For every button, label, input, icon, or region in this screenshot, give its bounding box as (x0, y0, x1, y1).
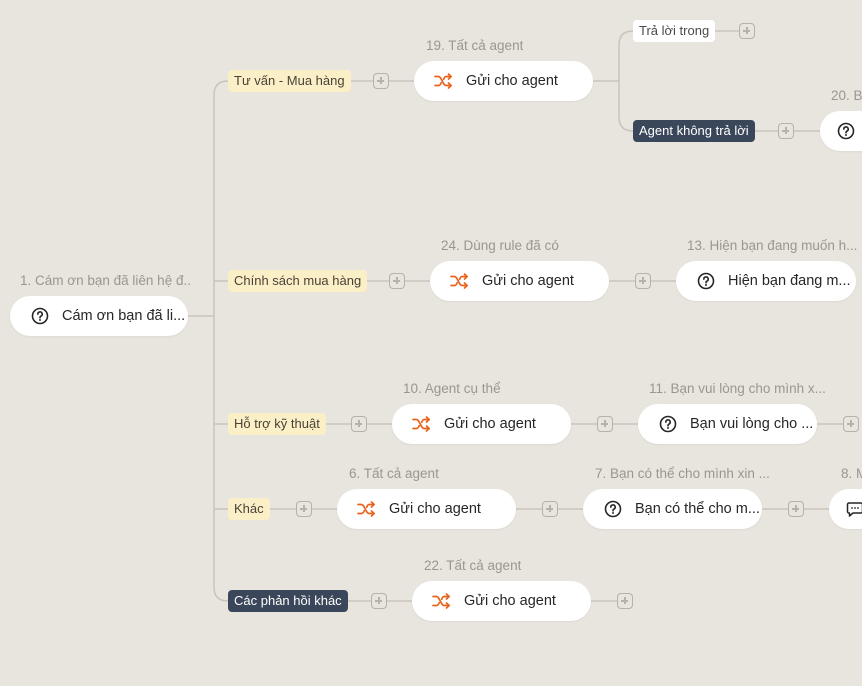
add-step-button[interactable] (389, 273, 405, 289)
node-text: Cám ơn bạn đã li... (62, 308, 186, 324)
shuffle-icon (357, 499, 377, 519)
node-text: Gửi cho agent (444, 416, 536, 432)
shuffle-icon (412, 414, 432, 434)
node-text: Gửi cho agent (389, 501, 481, 517)
question-circle-icon (836, 121, 856, 141)
node-text: Gửi cho agent (482, 273, 574, 289)
node-text: Bạn có thể cho m... (635, 501, 760, 517)
add-step-button[interactable] (617, 593, 633, 609)
step-label: 19. Tất cả agent (426, 38, 524, 53)
step-label: 10. Agent cụ thể (403, 381, 501, 396)
add-step-button[interactable] (542, 501, 558, 517)
root-question-node[interactable]: Cám ơn bạn đã li... (10, 296, 188, 336)
question-circle-icon (696, 271, 716, 291)
send-to-agent-node[interactable]: Gửi cho agent (430, 261, 609, 301)
question-circle-icon (603, 499, 623, 519)
question-node[interactable]: Bạn có thể cho m... (583, 489, 762, 529)
branch-tag-cac-phan-hoi-khac[interactable]: Các phản hồi khác (228, 590, 348, 612)
add-step-button[interactable] (351, 416, 367, 432)
branch-tag-ho-tro-ky-thuat[interactable]: Hỗ trợ kỹ thuật (228, 413, 326, 435)
sub-branch-tag-tra-loi-trong[interactable]: Trả lời trong (633, 20, 716, 42)
add-step-button[interactable] (788, 501, 804, 517)
question-node[interactable]: Hiện bạn đang m... (676, 261, 856, 301)
step-label: 20. B (831, 88, 862, 103)
branch-tag-chinh-sach[interactable]: Chính sách mua hàng (228, 270, 368, 292)
add-step-button[interactable] (739, 23, 755, 39)
add-step-button[interactable] (371, 593, 387, 609)
step-label: 11. Bạn vui lòng cho mình x... (649, 381, 826, 396)
step-label: 8. M (841, 466, 862, 481)
question-circle-icon (30, 306, 50, 326)
add-step-button[interactable] (778, 123, 794, 139)
branch-tag-tu-van[interactable]: Tư vấn - Mua hàng (228, 70, 351, 92)
question-node[interactable]: Bạn vui lòng cho ... (638, 404, 817, 444)
node-text: Hiện bạn đang m... (728, 273, 851, 289)
shuffle-icon (434, 71, 454, 91)
branch-tag-khac[interactable]: Khác (228, 498, 270, 520)
step-label: 13. Hiện bạn đang muốn h... (687, 238, 858, 253)
send-to-agent-node[interactable]: Gửi cho agent (414, 61, 593, 101)
send-to-agent-node[interactable]: Gửi cho agent (337, 489, 516, 529)
node-text: Gửi cho agent (464, 593, 556, 609)
node-text: Bạn vui lòng cho ... (690, 416, 814, 432)
question-circle-icon (658, 414, 678, 434)
sub-branch-tag-agent-khong-tra-loi[interactable]: Agent không trả lời (633, 120, 755, 142)
step-label: 22. Tất cả agent (424, 558, 522, 573)
step-label: 1. Cám ơn bạn đã liên hệ đ... (20, 273, 190, 288)
shuffle-icon (432, 591, 452, 611)
step-label: 7. Bạn có thể cho mình xin ... (595, 466, 770, 481)
send-to-agent-node[interactable]: Gửi cho agent (392, 404, 571, 444)
add-step-button[interactable] (635, 273, 651, 289)
add-step-button[interactable] (296, 501, 312, 517)
add-step-button[interactable] (373, 73, 389, 89)
send-to-agent-node[interactable]: Gửi cho agent (412, 581, 591, 621)
add-step-button[interactable] (843, 416, 859, 432)
step-label: 6. Tất cả agent (349, 466, 439, 481)
question-node[interactable] (820, 111, 862, 151)
node-text: Gửi cho agent (466, 73, 558, 89)
message-icon (845, 499, 862, 519)
step-label: 24. Dùng rule đã có (441, 238, 559, 253)
add-step-button[interactable] (597, 416, 613, 432)
shuffle-icon (450, 271, 470, 291)
message-node[interactable] (829, 489, 862, 529)
